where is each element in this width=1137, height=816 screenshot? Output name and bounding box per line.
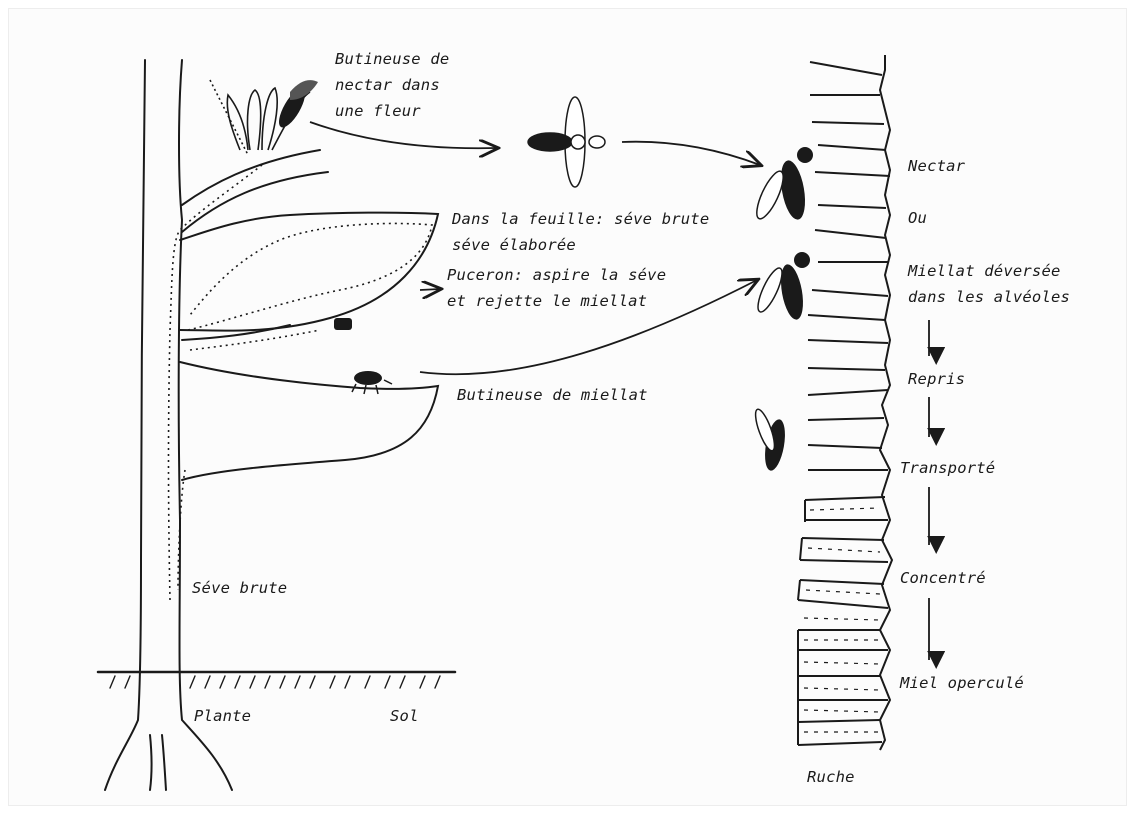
label-forager-nectar: Butineuse de nectar dans une fleur (335, 46, 449, 124)
upper-leaf (180, 213, 438, 331)
hive-step-capped-honey: Miel operculé (900, 670, 1024, 696)
capped-cells-texture (804, 508, 880, 732)
arrow-bee-to-hive (622, 142, 760, 165)
label-forager-honeydew: Butineuse de miellat (457, 382, 648, 408)
label-raw-sap: Séve brute (192, 575, 287, 601)
hive-step-or: Ou (908, 205, 927, 231)
label-in-leaf: Dans la feuille: séve brute séve élaboré… (452, 206, 709, 258)
label-plant: Plante (194, 703, 251, 729)
trunk-left-edge (105, 60, 145, 790)
label-aphid: Puceron: aspire la séve et rejette le mi… (447, 262, 666, 314)
root-right (162, 735, 166, 790)
hive-step-concentrated: Concentré (900, 565, 986, 591)
arrow-aphid (420, 289, 440, 290)
hive-step-taken-up: Repris (908, 366, 965, 392)
hive-bee-1-icon (752, 147, 813, 222)
arrow-flower-to-bee (310, 122, 497, 148)
hive-bee-3-icon (752, 407, 789, 472)
hive-step-honeydew-deposited: Miellat déversée dans les alvéoles (908, 258, 1070, 310)
flower-branch-lower (182, 172, 328, 232)
hive-bee-2-icon (754, 252, 810, 321)
label-hive: Ruche (807, 764, 855, 790)
hive-step-nectar: Nectar (908, 153, 965, 179)
hive-step-transported: Transporté (900, 455, 995, 481)
label-soil: Sol (390, 703, 419, 729)
honeydew-forager-icon (352, 371, 392, 394)
comb-zigzag (880, 55, 892, 750)
hive-comb (798, 55, 892, 750)
flying-bee-icon (528, 97, 605, 187)
ground-hatch (110, 676, 440, 688)
trunk-right-edge (179, 60, 232, 790)
aphid-icon (334, 318, 352, 330)
root-left (150, 735, 152, 790)
lower-leaf (180, 362, 438, 480)
plant-drawing (98, 60, 455, 790)
